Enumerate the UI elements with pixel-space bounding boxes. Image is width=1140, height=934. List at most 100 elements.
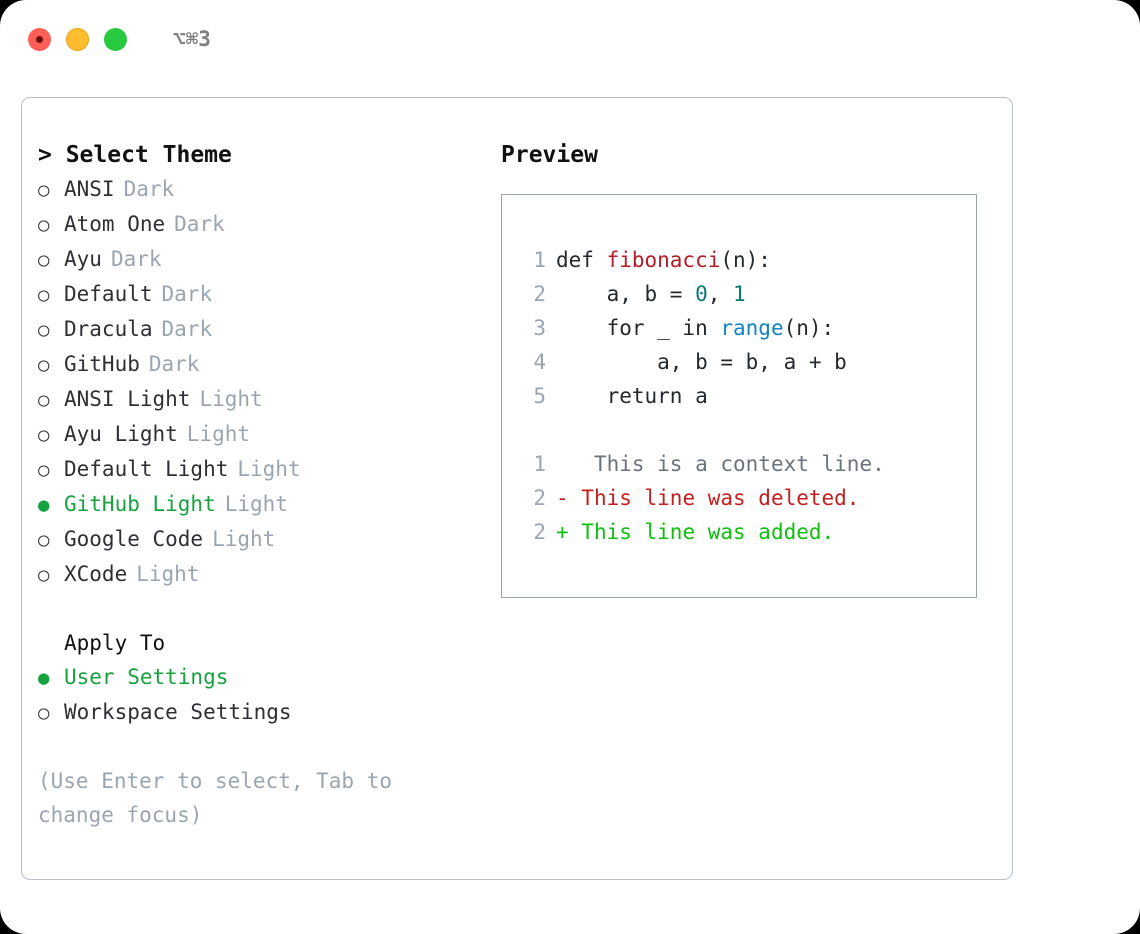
diff-marker: + — [556, 520, 569, 544]
theme-item[interactable]: ○ Default Light Light — [38, 452, 468, 487]
keyboard-hint-text: (Use Enter to select, Tab to change focu… — [38, 769, 405, 827]
preview-gap — [520, 413, 976, 447]
radio-unselected-icon[interactable]: ○ — [38, 424, 50, 446]
theme-item-label: Dracula — [64, 317, 153, 341]
code-line-number: 1 — [533, 248, 546, 272]
code-line-number: 5 — [533, 384, 546, 408]
code-line: 4 a, b = b, a + b — [520, 345, 976, 379]
theme-variant-tag: Dark — [161, 282, 213, 306]
code-line-number: 2 — [533, 282, 546, 306]
theme-variant-tag: Light — [136, 562, 200, 586]
diff-sample: 1 This is a context line.2- This line wa… — [520, 447, 976, 549]
theme-variant-tag: Dark — [148, 352, 200, 376]
preview-header: Preview — [501, 142, 598, 168]
theme-item-label: Default Light — [64, 457, 229, 481]
code-token: , — [707, 282, 734, 306]
diff-line-text: This line was added. — [568, 520, 835, 544]
theme-item-label: Google Code — [64, 527, 204, 551]
radio-unselected-icon[interactable]: ○ — [38, 702, 50, 724]
theme-item[interactable]: ○ Default Dark — [38, 277, 468, 312]
code-line: 2 a, b = 0, 1 — [520, 277, 976, 311]
radio-unselected-icon[interactable]: ○ — [38, 459, 50, 481]
apply-to-item-label: User Settings — [64, 665, 229, 689]
theme-variant-tag: Dark — [123, 177, 175, 201]
apply-to-item-label: Workspace Settings — [64, 700, 292, 724]
diff-line: 1 This is a context line. — [520, 447, 976, 481]
theme-item[interactable]: ○ GitHub Dark — [38, 347, 468, 382]
code-token: def — [556, 248, 607, 272]
apply-to-item[interactable]: ● User Settings — [38, 660, 468, 695]
apply-to-item[interactable]: ○ Workspace Settings — [38, 695, 468, 730]
diff-line-number: 1 — [533, 452, 546, 476]
radio-unselected-icon[interactable]: ○ — [38, 389, 50, 411]
select-theme-header: > Select Theme — [38, 142, 232, 168]
apply-to-section: Apply To ● User Settings ○ Workspace Settin… — [38, 626, 468, 730]
radio-unselected-icon[interactable]: ○ — [38, 249, 50, 271]
radio-unselected-icon[interactable]: ○ — [38, 319, 50, 341]
apply-to-label: Apply To — [64, 631, 166, 655]
radio-selected-icon[interactable]: ● — [38, 667, 50, 689]
code-token: (n): — [720, 248, 771, 272]
theme-item-label: XCode — [64, 562, 128, 586]
diff-marker — [556, 447, 569, 481]
code-line: 5 return a — [520, 379, 976, 413]
radio-selected-icon[interactable]: ● — [38, 494, 50, 516]
theme-item[interactable]: ○ XCode Light — [38, 557, 468, 592]
theme-item-label: GitHub Light — [64, 492, 216, 516]
code-token: a, b = — [556, 282, 696, 306]
diff-line: 2- This line was deleted. — [520, 481, 976, 515]
theme-variant-tag: Dark — [174, 212, 225, 236]
diff-line-number: 2 — [533, 520, 546, 544]
diff-line: 2 + This line was added. — [520, 515, 976, 549]
radio-unselected-icon[interactable]: ○ — [38, 214, 50, 236]
apply-to-list: ● User Settings ○ Workspace Settings — [38, 660, 468, 730]
code-token: for _ in — [556, 316, 721, 340]
theme-item[interactable]: ○ ANSI Light Light — [38, 382, 468, 417]
radio-unselected-icon[interactable]: ○ — [38, 529, 50, 551]
close-button[interactable] — [28, 27, 51, 51]
code-token: a, b = b, a + b — [556, 350, 847, 374]
theme-item[interactable]: ○ Google Code Light — [38, 522, 468, 557]
code-line: 3 for _ in range(n): — [520, 311, 976, 345]
theme-variant-tag: Light — [199, 387, 263, 411]
diff-line-text: This line was deleted. — [568, 486, 860, 510]
minimize-button[interactable] — [66, 27, 89, 51]
code-token: range — [720, 316, 784, 340]
keyboard-shortcut-label: ⌥⌘3 — [173, 27, 211, 51]
theme-variant-tag: Dark — [110, 247, 162, 271]
code-token: 0 — [695, 282, 708, 306]
theme-item[interactable]: ○ ANSI Dark — [38, 172, 468, 207]
code-token: return a — [556, 384, 708, 408]
theme-variant-tag: Light — [212, 527, 276, 551]
radio-unselected-icon[interactable]: ○ — [38, 179, 50, 201]
title-bar: ⌥⌘3 — [0, 0, 1140, 78]
zoom-button[interactable] — [104, 27, 127, 51]
radio-unselected-icon[interactable]: ○ — [38, 354, 50, 376]
code-token: 1 — [733, 282, 746, 306]
theme-variant-tag: Light — [186, 422, 251, 446]
theme-item-label: Ayu Light — [64, 422, 178, 446]
theme-variant-tag: Light — [237, 457, 301, 481]
code-line-number: 4 — [533, 350, 546, 374]
theme-item[interactable]: ○ Ayu Light Light — [38, 417, 468, 452]
theme-item-label: Default — [64, 282, 153, 306]
theme-item-label: ANSI Light — [64, 387, 191, 411]
code-token: (n): — [783, 316, 835, 340]
theme-item-label: GitHub — [64, 352, 140, 376]
diff-line-text: This is a context line. — [568, 452, 885, 476]
theme-item-label: Ayu — [64, 247, 102, 271]
traffic-lights — [28, 27, 127, 51]
radio-unselected-icon[interactable]: ○ — [38, 284, 50, 306]
code-token: fibonacci — [606, 248, 721, 272]
radio-unselected-icon[interactable]: ○ — [38, 564, 50, 586]
theme-item-label: ANSI — [64, 177, 115, 201]
theme-item[interactable]: ○ Ayu Dark — [38, 242, 468, 277]
